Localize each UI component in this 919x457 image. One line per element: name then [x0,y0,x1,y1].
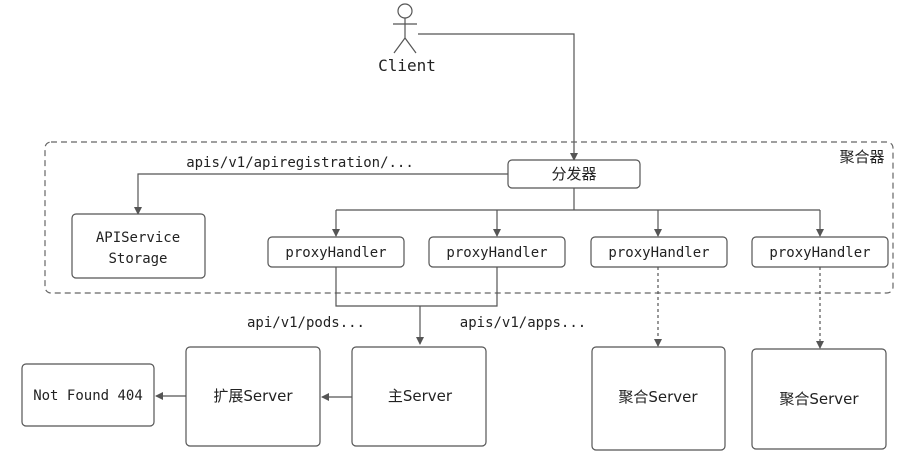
not-found-label: Not Found 404 [33,388,143,404]
apps-route-label: apis/v1/apps... [460,315,586,331]
apiservice-storage-line2: Storage [108,251,167,267]
client-label: Client [378,56,436,75]
dispatcher-label: 分发器 [551,165,596,183]
dispatcher-fanout-line [336,188,820,211]
client-actor-icon [393,3,417,54]
extension-server-label: 扩展Server [213,387,293,405]
not-found-box [21,363,155,427]
main-server-label: 主Server [388,387,453,405]
aggregated-server-box-2 [751,348,887,450]
proxy-handler-box-3 [590,236,728,268]
aggregated-server-label-2: 聚合Server [779,390,859,408]
registration-arrow [134,173,508,215]
aggregated-server-box-1 [591,346,726,451]
aggregator-group [44,141,894,294]
proxy-merge-line [335,267,498,307]
apiservice-storage-box [71,213,206,279]
pods-route-label: api/v1/pods... [247,315,365,331]
proxy-handler-label-3: proxyHandler [608,245,709,261]
aggregated-server-label-1: 聚合Server [618,388,698,406]
proxy-handler-label-2: proxyHandler [446,245,547,261]
client-to-dispatcher-arrow [418,33,578,161]
proxy-handler-label-1: proxyHandler [285,245,386,261]
registration-route-label: apis/v1/apiregistration/... [186,155,414,171]
apiservice-storage-line1: APIService [96,230,180,246]
proxy-handler-label-4: proxyHandler [769,245,870,261]
aggregator-label: 聚合器 [839,148,884,166]
